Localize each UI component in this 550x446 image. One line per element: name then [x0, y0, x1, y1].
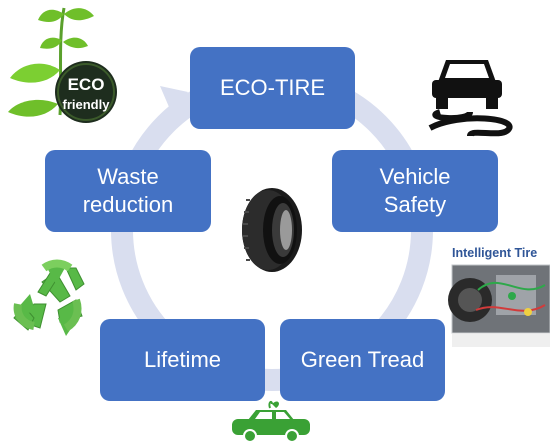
vehicle-safety-box: Vehicle Safety	[332, 150, 498, 232]
eco-tire-box: ECO-TIRE	[190, 47, 355, 129]
eco-badge-line2: friendly	[63, 97, 111, 112]
cycle-arrowhead	[160, 86, 188, 114]
eco-badge-line1: ECO	[68, 75, 105, 94]
waste-reduction-box: Waste reduction	[45, 150, 211, 232]
intelligent-tire-label: Intelligent Tire	[452, 246, 538, 260]
lifetime-box: Lifetime	[100, 319, 265, 401]
green-tread-box: Green Tread	[280, 319, 445, 401]
